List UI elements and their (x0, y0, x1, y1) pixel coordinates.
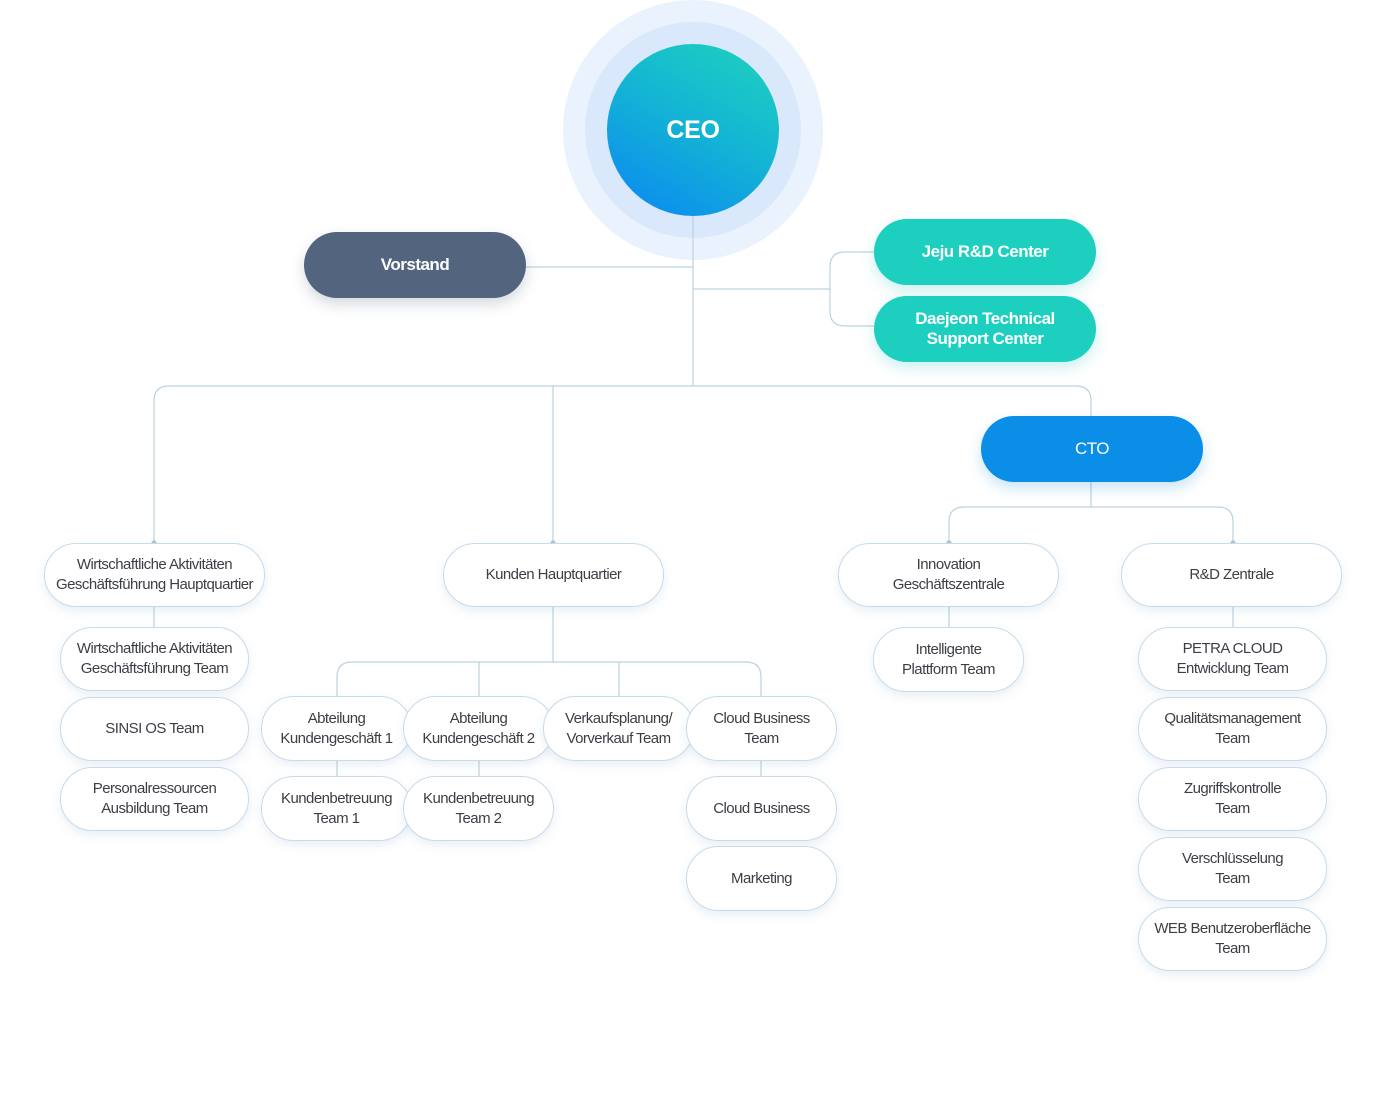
innovation-team-node: Intelligente Plattform Team (873, 627, 1024, 692)
rnd-team-node: Qualitätsmanagement Team (1138, 697, 1327, 761)
board-node: Vorstand (304, 232, 526, 298)
rnd-team-node: Verschlüsselung Team (1138, 837, 1327, 901)
customer-team-node: Kundenbetreuung Team 2 (403, 776, 554, 841)
jeju-center-node: Jeju R&D Center (874, 219, 1096, 285)
connector-customer-branch (336, 661, 762, 696)
connector-main-branch (153, 385, 1092, 543)
customer-dept-node: Abteilung Kundengeschäft 1 (261, 696, 412, 761)
business-team-node: SINSI OS Team (60, 697, 249, 761)
customer-team-node: Kundenbetreuung Team 1 (261, 776, 412, 841)
rnd-team-node: Zugriffskontrolle Team (1138, 767, 1327, 831)
business-team-node: Personalressourcen Ausbildung Team (60, 767, 249, 831)
business-hq-node: Wirtschaftliche Aktivitäten Geschäftsfüh… (44, 543, 265, 607)
customer-hq-node: Kunden Hauptquartier (443, 543, 664, 607)
daejeon-center-node: Daejeon Technical Support Center (874, 296, 1096, 362)
ceo-node: CEO (607, 44, 779, 216)
connector-cto-branch (948, 506, 1234, 543)
rnd-team-node: PETRA CLOUD Entwicklung Team (1138, 627, 1327, 691)
cto-node: CTO (981, 416, 1203, 482)
customer-dept-node: Abteilung Kundengeschäft 2 (403, 696, 554, 761)
customer-dept-node: Cloud Business Team (686, 696, 837, 761)
rnd-node: R&D Zentrale (1121, 543, 1342, 607)
innovation-node: Innovation Geschäftszentrale (838, 543, 1059, 607)
customer-team-node: Cloud Business (686, 776, 837, 841)
customer-team-node: Marketing (686, 846, 837, 911)
rnd-team-node: WEB Benutzeroberfläche Team (1138, 907, 1327, 971)
connector-centers-bracket (829, 251, 874, 327)
customer-dept-node: Verkaufsplanung/ Vorverkauf Team (543, 696, 694, 761)
business-team-node: Wirtschaftliche Aktivitäten Geschäftsfüh… (60, 627, 249, 691)
